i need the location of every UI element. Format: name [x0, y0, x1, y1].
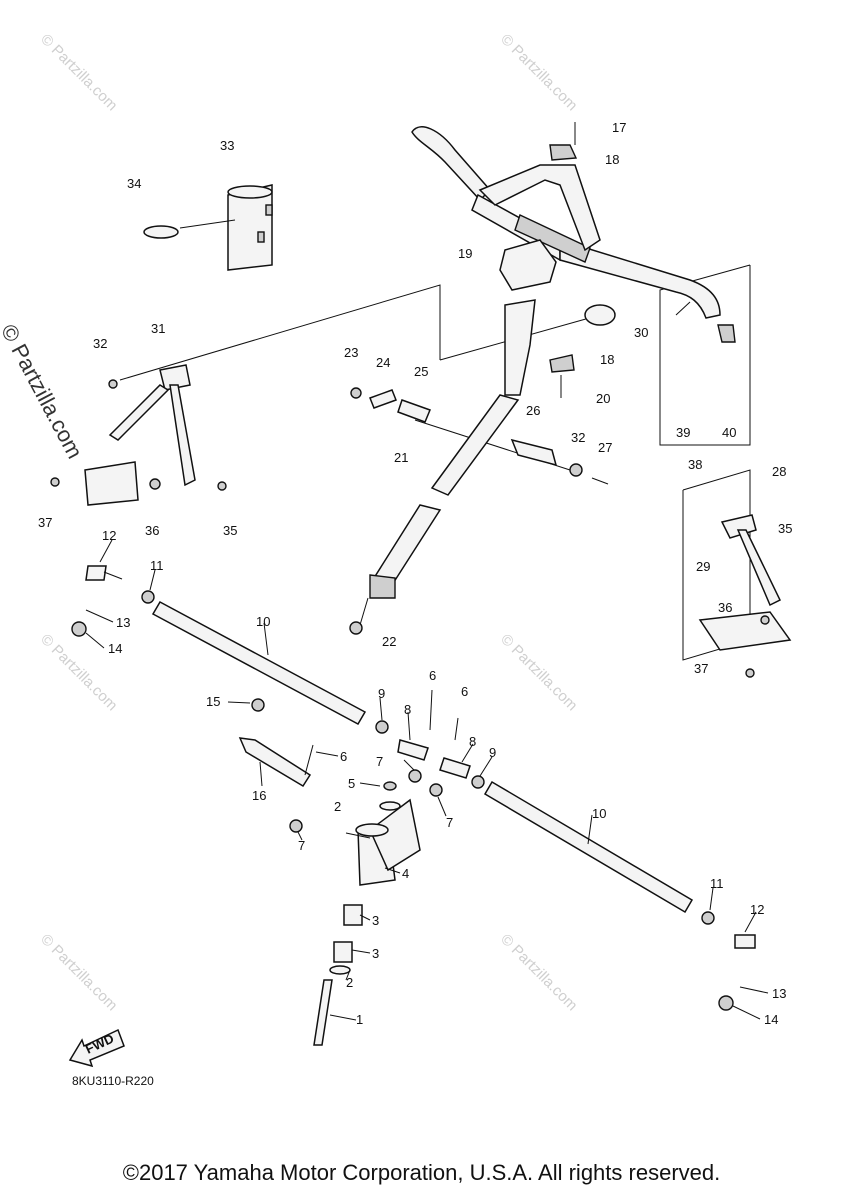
- watermark: © Partzilla.com: [37, 31, 120, 114]
- tie-rods: [71, 565, 756, 1011]
- callout-32: 32: [93, 336, 107, 351]
- callout-3: 3: [372, 946, 379, 961]
- callout-27: 27: [598, 440, 612, 455]
- column-parts: [350, 301, 736, 485]
- callout-35: 35: [778, 521, 792, 536]
- callout-labels: 1 2 2 3 3 4 5 6 6 6 7 7 7 8 8 9 9 10 10 …: [38, 120, 792, 1027]
- callout-37: 37: [38, 515, 52, 530]
- cover-sleeve-33: [143, 184, 273, 271]
- callout-25: 25: [414, 364, 428, 379]
- callout-26: 26: [526, 403, 540, 418]
- callout-39: 39: [676, 425, 690, 440]
- callout-20: 20: [596, 391, 610, 406]
- callout-32: 32: [571, 430, 585, 445]
- callout-30: 30: [634, 325, 648, 340]
- callout-22: 22: [382, 634, 396, 649]
- watermark: © Partzilla.com: [497, 31, 580, 114]
- callout-6: 6: [429, 668, 436, 683]
- reference-lines: [119, 264, 751, 661]
- callout-8: 8: [469, 734, 476, 749]
- callout-24: 24: [376, 355, 390, 370]
- steering-arm-31: [50, 364, 227, 506]
- callout-14: 14: [764, 1012, 778, 1027]
- callout-36: 36: [145, 523, 159, 538]
- callout-38: 38: [688, 457, 702, 472]
- callout-33: 33: [220, 138, 234, 153]
- callout-34: 34: [127, 176, 141, 191]
- bracket-19: [499, 239, 557, 291]
- callout-6: 6: [461, 684, 468, 699]
- watermark: © Partzilla.com: [37, 931, 120, 1014]
- callout-3: 3: [372, 913, 379, 928]
- callout-17: 17: [612, 120, 626, 135]
- callout-11: 11: [710, 876, 724, 891]
- callout-8: 8: [404, 702, 411, 717]
- callout-23: 23: [344, 345, 358, 360]
- callout-15: 15: [206, 694, 220, 709]
- callout-18: 18: [605, 152, 619, 167]
- callout-12: 12: [102, 528, 116, 543]
- callout-14: 14: [108, 641, 122, 656]
- callout-16: 16: [252, 788, 266, 803]
- callout-10: 10: [592, 806, 606, 821]
- callout-9: 9: [378, 686, 385, 701]
- callout-31: 31: [151, 321, 165, 336]
- callout-18: 18: [600, 352, 614, 367]
- callout-19: 19: [458, 246, 472, 261]
- joint-parts: [397, 689, 471, 797]
- callout-29: 29: [696, 559, 710, 574]
- fwd-arrow: FWD: [68, 1028, 125, 1068]
- callout-leaders: [85, 539, 769, 1021]
- callout-5: 5: [348, 776, 355, 791]
- callout-12: 12: [750, 902, 764, 917]
- callout-13: 13: [772, 986, 786, 1001]
- callout-13: 13: [116, 615, 130, 630]
- callout-2: 2: [346, 975, 353, 990]
- center-pivot: [238, 698, 421, 1046]
- watermark: © Partzilla.com: [497, 931, 580, 1014]
- callout-6: 6: [340, 749, 347, 764]
- callout-4: 4: [402, 866, 409, 881]
- copyright-notice: ©2017 Yamaha Motor Corporation, U.S.A. A…: [122, 1160, 721, 1185]
- watermark-group: © Partzilla.com © Partzilla.com © Partzi…: [37, 31, 580, 1014]
- callout-35: 35: [223, 523, 237, 538]
- callout-10: 10: [256, 614, 270, 629]
- callout-28: 28: [772, 464, 786, 479]
- callout-9: 9: [489, 745, 496, 760]
- callout-40: 40: [722, 425, 736, 440]
- document-number: 8KU3110-R220: [72, 1074, 154, 1088]
- callout-37: 37: [694, 661, 708, 676]
- callout-2: 2: [334, 799, 341, 814]
- callout-11: 11: [150, 558, 164, 573]
- callout-7: 7: [298, 838, 305, 853]
- watermark: © Partzilla.com: [497, 631, 580, 714]
- callout-36: 36: [718, 600, 732, 615]
- steering-column: [349, 299, 536, 635]
- steering-arm-29: [698, 514, 792, 678]
- callout-1: 1: [356, 1012, 363, 1027]
- handlebar-assembly: [411, 122, 721, 319]
- callout-21: 21: [394, 450, 408, 465]
- callout-7: 7: [446, 815, 453, 830]
- callout-7: 7: [376, 754, 383, 769]
